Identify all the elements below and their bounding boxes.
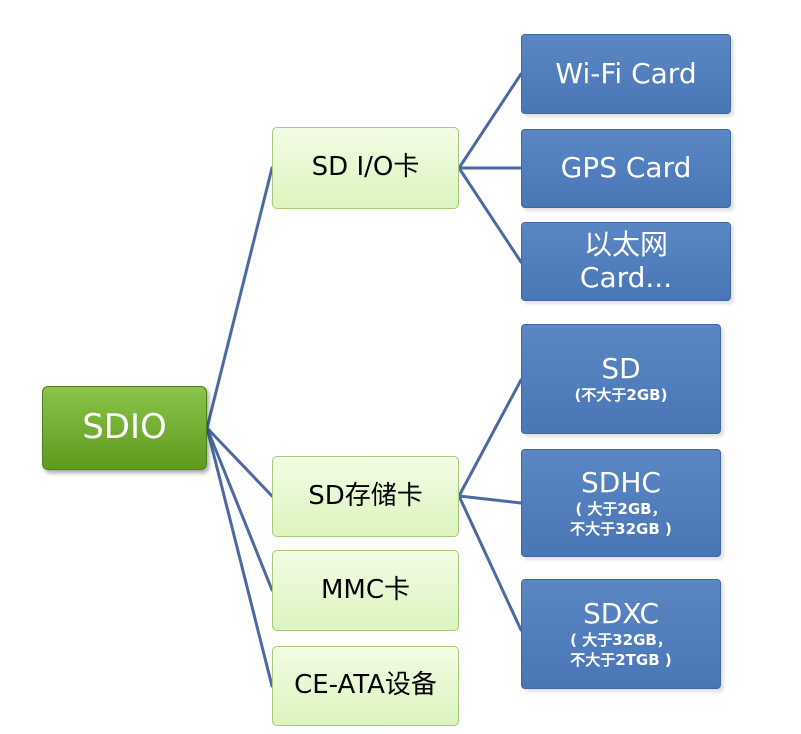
connector-storage-sd xyxy=(457,378,523,498)
leaf-wifi-card: Wi-Fi Card xyxy=(521,34,731,114)
connector-root-ce-ata xyxy=(205,426,274,688)
leaf-title: Wi-Fi Card xyxy=(555,56,697,90)
leaf-gps-card: GPS Card xyxy=(521,129,731,208)
leaf-title-line2: Card... xyxy=(579,260,673,294)
connector-sdio-ethernet xyxy=(457,166,523,264)
connector-root-mmc xyxy=(205,426,274,592)
node-label: CE-ATA设备 xyxy=(294,670,437,701)
leaf-title: SDXC xyxy=(582,596,660,630)
root-node-label: SDIO xyxy=(82,407,167,448)
leaf-sd: SD (不大于2GB) xyxy=(521,324,721,434)
node-sd-io-card: SD I/O卡 xyxy=(272,127,459,209)
node-label: SD存储卡 xyxy=(308,480,423,511)
leaf-sdxc: SDXC ( 大于32GB， 不大于2TGB ) xyxy=(521,579,721,689)
leaf-title: SDHC xyxy=(581,465,661,499)
leaf-title: SD xyxy=(601,351,641,385)
leaf-capacity-note: ( 大于2GB， xyxy=(575,499,667,518)
leaf-capacity-note-line2: 不大于2TGB ) xyxy=(570,651,672,670)
node-sd-storage-card: SD存储卡 xyxy=(272,456,459,537)
leaf-capacity-note-line2: 不大于32GB ) xyxy=(570,520,672,539)
node-mmc-card: MMC卡 xyxy=(272,550,459,631)
leaf-sdhc: SDHC ( 大于2GB， 不大于32GB ) xyxy=(521,449,721,557)
node-label: SD I/O卡 xyxy=(311,152,420,183)
leaf-capacity-note: (不大于2GB) xyxy=(574,385,668,404)
node-label: MMC卡 xyxy=(320,574,411,605)
root-node-sdio: SDIO xyxy=(42,386,207,470)
connector-storage-sdhc xyxy=(457,494,523,505)
connector-storage-sdxc xyxy=(457,494,523,632)
connector-sdio-wifi xyxy=(457,72,523,170)
node-ce-ata-device: CE-ATA设备 xyxy=(272,646,459,726)
leaf-ethernet-card: 以太网 Card... xyxy=(521,222,731,301)
leaf-capacity-note: ( 大于32GB， xyxy=(570,630,672,649)
connector-root-sd-storage xyxy=(205,426,274,498)
leaf-title: 以太网 xyxy=(583,228,668,262)
connector-root-sdio-card xyxy=(205,166,274,430)
leaf-title: GPS Card xyxy=(560,151,692,185)
